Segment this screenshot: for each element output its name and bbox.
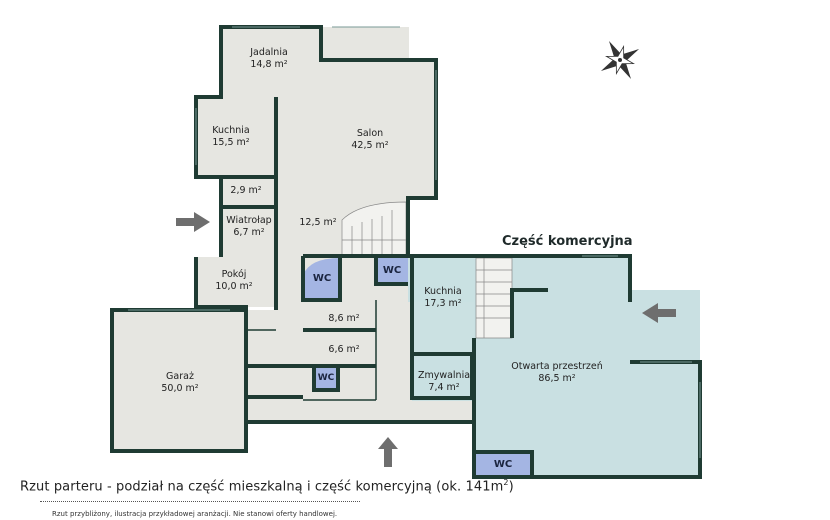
compass-rose-icon	[600, 40, 640, 80]
room-label-small: 2,9 m²	[230, 185, 262, 196]
wc-label-2: WC	[382, 265, 402, 276]
room-label-hall: 12,5 m²	[299, 217, 337, 228]
caption: Rzut parteru - podział na część mieszkal…	[20, 478, 514, 495]
entrance-arrow-right	[642, 303, 676, 323]
wc-label-3: WC	[317, 373, 335, 383]
room-label-6-6: 6,6 m²	[328, 344, 360, 355]
entrance-arrow-bottom	[378, 437, 398, 467]
thin-walls	[246, 300, 377, 401]
windows	[128, 26, 701, 458]
wc-label-4: WC	[493, 459, 513, 470]
disclaimer: Rzut przybliżony, ilustracja przykładowe…	[52, 510, 338, 518]
wc-fills	[303, 258, 532, 478]
caption-divider	[40, 501, 360, 502]
staircase-residential	[341, 201, 407, 257]
staircase-commercial	[475, 257, 513, 339]
room-label-8-6: 8,6 m²	[328, 313, 360, 324]
wc-label-1: WC	[312, 273, 332, 284]
commercial-heading: Część komercyjna	[502, 234, 633, 249]
entrance-arrow-left	[176, 212, 210, 232]
